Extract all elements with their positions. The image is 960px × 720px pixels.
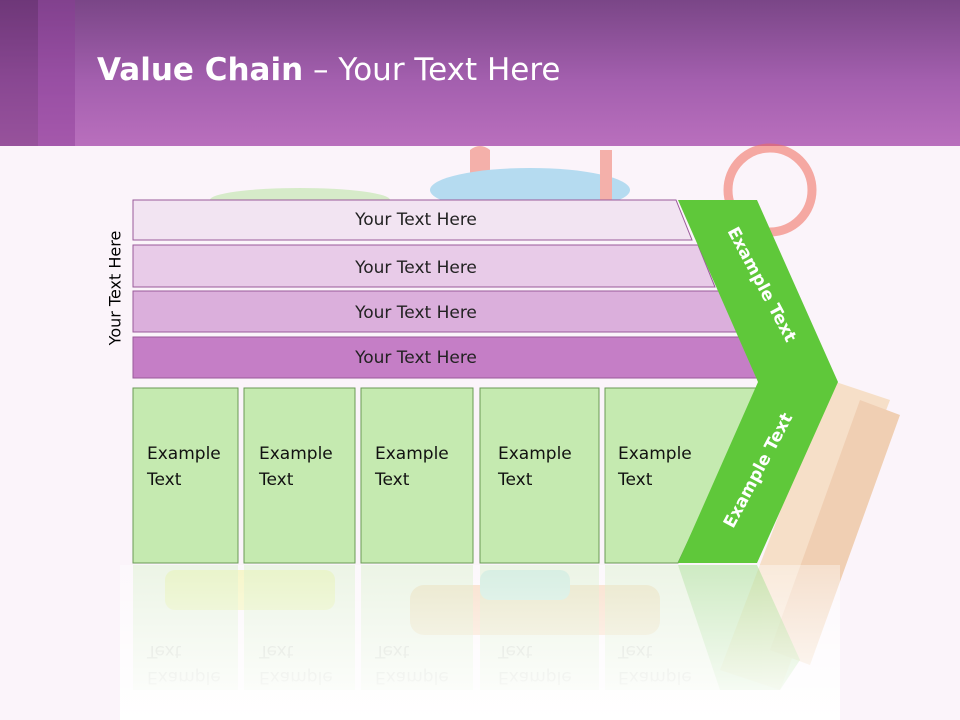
- bar-shape: [132, 199, 693, 241]
- cell-shape: [132, 387, 239, 564]
- chevron-shape: [678, 200, 838, 563]
- cell-3[interactable]: Example Text: [360, 387, 474, 564]
- cell-1[interactable]: Example Text: [132, 387, 239, 564]
- title-bold: Value Chain: [97, 52, 304, 88]
- cell-line1: Example: [259, 444, 333, 464]
- cell-line1: Example: [498, 444, 572, 464]
- header-stripe: [38, 0, 75, 146]
- cell-shape: [360, 387, 474, 564]
- bar-2[interactable]: Your Text Here: [132, 244, 716, 288]
- cell-line1: Example: [375, 444, 449, 464]
- header-stripe: [0, 0, 38, 146]
- cells-group: Example Text Example Text Example Text E…: [132, 387, 761, 564]
- cell-shape: [243, 387, 356, 564]
- bar-3[interactable]: Your Text Here: [132, 290, 739, 333]
- cell-line2: Text: [258, 470, 294, 490]
- cell-line2: Text: [374, 470, 410, 490]
- title-rest: – Your Text Here: [303, 52, 561, 88]
- cell-line2: Text: [617, 470, 653, 490]
- bars-group: Your Text Here Your Text Here Your Text …: [132, 199, 764, 379]
- cell-line1: Example: [618, 444, 692, 464]
- bar-label: Your Text Here: [354, 303, 477, 323]
- cell-line2: Text: [497, 470, 533, 490]
- header-band: Value Chain – Your Text Here: [0, 0, 960, 146]
- bar-4[interactable]: Your Text Here: [132, 336, 764, 379]
- cell-4[interactable]: Example Text: [479, 387, 600, 564]
- bar-shape: [132, 244, 716, 288]
- bar-1[interactable]: Your Text Here: [132, 199, 693, 241]
- cell-2[interactable]: Example Text: [243, 387, 356, 564]
- bar-label: Your Text Here: [354, 210, 477, 230]
- slide-title[interactable]: Value Chain – Your Text Here: [97, 52, 560, 88]
- bar-label: Your Text Here: [354, 348, 477, 368]
- bar-label: Your Text Here: [354, 258, 477, 278]
- reflection-fade: [120, 565, 840, 720]
- cell-shape: [479, 387, 600, 564]
- cell-line2: Text: [146, 470, 182, 490]
- cell-line1: Example: [147, 444, 221, 464]
